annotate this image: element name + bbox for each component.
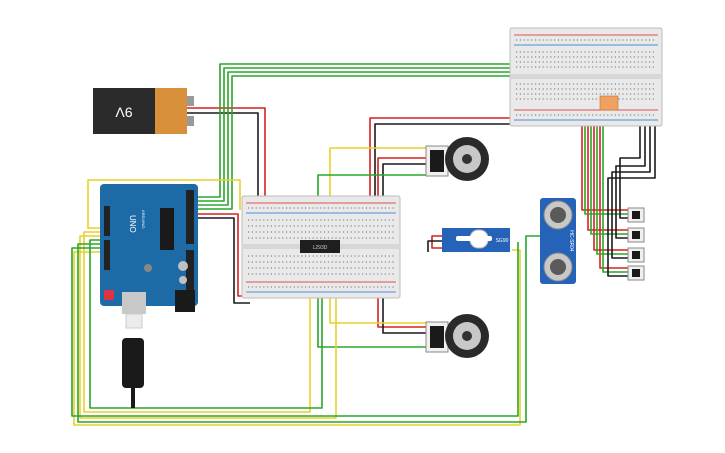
battery-9v: 9V bbox=[93, 88, 194, 134]
wire-btn-red-2 bbox=[587, 100, 628, 231]
wire-servo-black bbox=[427, 240, 443, 252]
wire-motor1-yellow bbox=[329, 147, 426, 200]
push-button-2 bbox=[627, 227, 645, 243]
battery-label: 9V bbox=[115, 104, 133, 120]
wire-green-loop-1 bbox=[89, 239, 323, 409]
push-button-4 bbox=[627, 265, 645, 281]
arduino-model-label: UNO bbox=[128, 215, 137, 233]
wire-motor2-black bbox=[382, 292, 426, 334]
usb-cable bbox=[122, 292, 146, 408]
wire-arduino-black bbox=[196, 217, 250, 304]
wire-btn-red-4 bbox=[599, 108, 628, 269]
wire-yellow-loop-2 bbox=[83, 231, 311, 413]
breadboard-small-top bbox=[509, 27, 663, 127]
wire-motor1-green bbox=[317, 174, 426, 200]
wire-green-loop-2 bbox=[77, 235, 540, 423]
wire-battery-black bbox=[185, 112, 259, 200]
wire-motor1-red bbox=[369, 117, 512, 200]
dc-motor-bottom bbox=[425, 314, 489, 358]
ultrasonic-label: HC-SR04 bbox=[568, 230, 574, 252]
wire-btn-black-1 bbox=[619, 118, 641, 219]
wire-btn-black-3 bbox=[611, 118, 651, 259]
wire-motor2-red bbox=[377, 292, 426, 328]
wire-battery-red bbox=[185, 107, 266, 198]
wire-motor1-a bbox=[377, 157, 426, 200]
wires bbox=[71, 63, 656, 426]
wire-btn-green-1 bbox=[584, 98, 628, 215]
wire-servo-red bbox=[431, 235, 444, 249]
wire-btn-green-3 bbox=[596, 106, 628, 255]
arduino-uno: UNO ARDUINO bbox=[100, 184, 198, 312]
breadboard-main: L293D bbox=[241, 195, 401, 299]
servo-motor: SG90 bbox=[442, 228, 510, 252]
wire-yellow-loop-3 bbox=[79, 235, 337, 419]
driver-chip: L293D bbox=[300, 240, 340, 253]
push-buttons bbox=[627, 207, 645, 281]
driver-chip-label: L293D bbox=[313, 245, 328, 251]
ultrasonic-sensor: HC-SR04 bbox=[540, 198, 576, 284]
servo-label: SG90 bbox=[496, 238, 509, 244]
push-button-3 bbox=[627, 247, 645, 263]
wire-motor2-yellow bbox=[329, 292, 426, 324]
wire-motor2-green bbox=[317, 292, 426, 348]
wire-btn-red-3 bbox=[593, 104, 628, 251]
wire-btn-black-4 bbox=[607, 118, 656, 277]
push-button-1 bbox=[627, 207, 645, 223]
wire-btn-green-4 bbox=[602, 110, 628, 273]
dc-motor-top bbox=[425, 137, 489, 181]
arduino-brand-label: ARDUINO bbox=[141, 210, 146, 228]
wire-btn-black-2 bbox=[615, 118, 646, 239]
wire-yellow-loop-1 bbox=[87, 179, 241, 229]
wire-green-loop-3 bbox=[71, 242, 519, 417]
wire-motor1-b bbox=[382, 163, 426, 200]
